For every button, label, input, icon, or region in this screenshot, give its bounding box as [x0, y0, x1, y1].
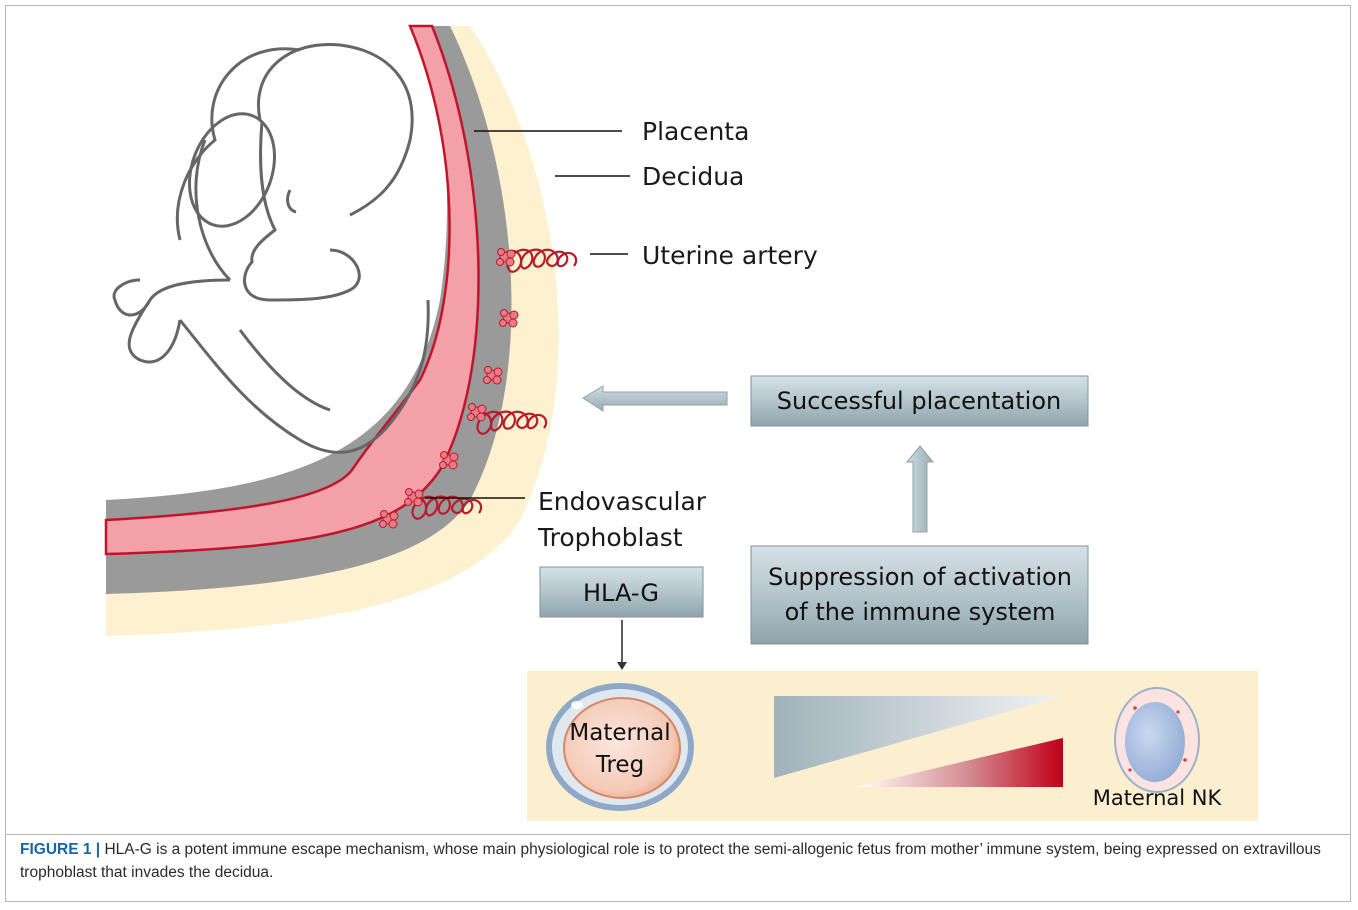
suppression-box: Suppression of activation of the immune …	[751, 546, 1088, 644]
caption-separator: |	[96, 841, 100, 858]
treg-cell-icon	[546, 683, 694, 811]
uterine-artery-label: Uterine artery	[642, 241, 818, 270]
suppression-label-line2: of the immune system	[785, 598, 1056, 626]
figure-number: FIGURE 1	[20, 841, 91, 858]
fetus-outline-icon	[114, 44, 428, 452]
left-arrow-icon	[583, 386, 727, 411]
suppression-label-line1: Suppression of activation	[768, 563, 1072, 591]
uterus-layers	[106, 26, 559, 636]
hla-g-label: HLA-G	[583, 579, 659, 607]
successful-placentation-box: Successful placentation	[751, 376, 1088, 426]
caption-divider	[6, 834, 1350, 835]
trophoblast-label: Trophoblast	[537, 523, 683, 552]
treg-label-line2: Treg	[595, 752, 644, 778]
up-arrow-icon	[907, 446, 933, 532]
hla-g-box: HLA-G	[540, 567, 703, 617]
placenta-label: Placenta	[642, 117, 749, 146]
decidua-label: Decidua	[642, 162, 744, 191]
successful-placentation-label: Successful placentation	[777, 387, 1061, 415]
down-arrow-icon	[617, 620, 627, 670]
immune-cells-panel: Maternal Treg Maternal NK	[527, 671, 1258, 821]
endovascular-label: Endovascular	[538, 487, 707, 516]
nk-cell-icon	[1115, 688, 1199, 792]
caption-text: HLA-G is a potent immune escape mechanis…	[20, 841, 1321, 881]
maternal-nk-label: Maternal NK	[1093, 786, 1223, 810]
treg-label-line1: Maternal	[569, 720, 670, 746]
figure-caption: FIGURE 1 | HLA-G is a potent immune esca…	[20, 838, 1340, 884]
